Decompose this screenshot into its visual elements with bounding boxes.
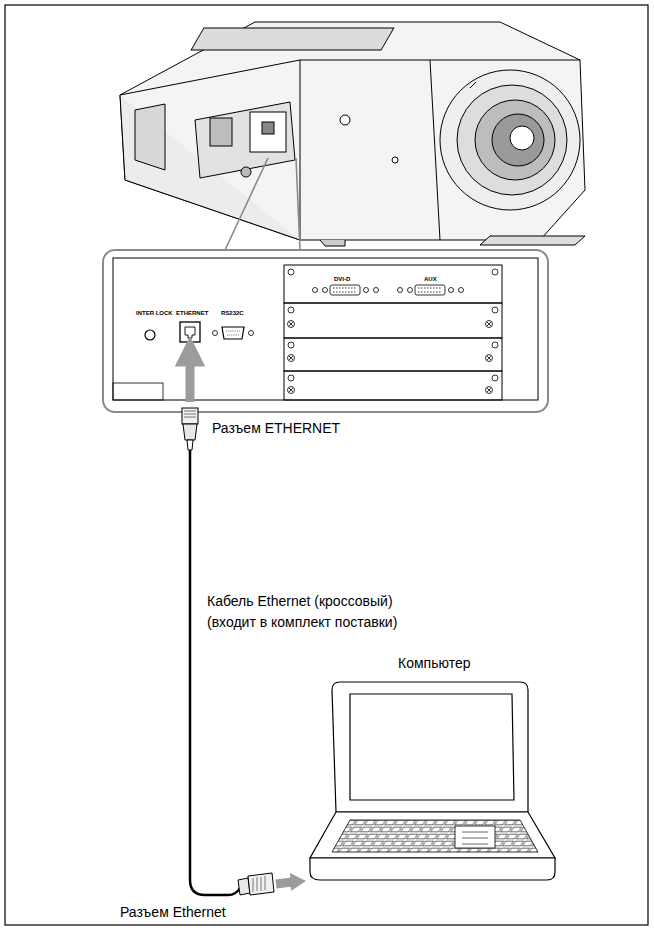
insert-arrow xyxy=(276,882,292,884)
rj45-plug xyxy=(238,873,274,895)
insert-arrow xyxy=(180,345,200,365)
cable-label: Кабель Ethernet (кроссовый) xyxy=(207,593,393,609)
projector xyxy=(120,22,585,246)
connector-callout: Разъем ETHERNET xyxy=(212,420,340,436)
laptop xyxy=(310,682,555,880)
leader-line xyxy=(225,158,300,250)
connector-label: RS232C xyxy=(221,310,244,317)
connector-label: ETHERNET xyxy=(176,310,208,317)
cable-label: (входит в комплект поставки) xyxy=(207,614,397,630)
connector-callout: Разъем Ethernet xyxy=(120,904,226,920)
ethernet-cable xyxy=(190,450,240,895)
rear-panel xyxy=(103,250,548,412)
frame xyxy=(5,5,648,925)
insert-arrow xyxy=(290,873,306,891)
connector-label: AUX xyxy=(424,276,437,283)
connector-label: DVI-D xyxy=(334,276,350,283)
device-label: Компьютер xyxy=(398,655,470,671)
rj45-plug xyxy=(182,408,198,450)
connector-label: INTER LOCK xyxy=(136,310,173,317)
